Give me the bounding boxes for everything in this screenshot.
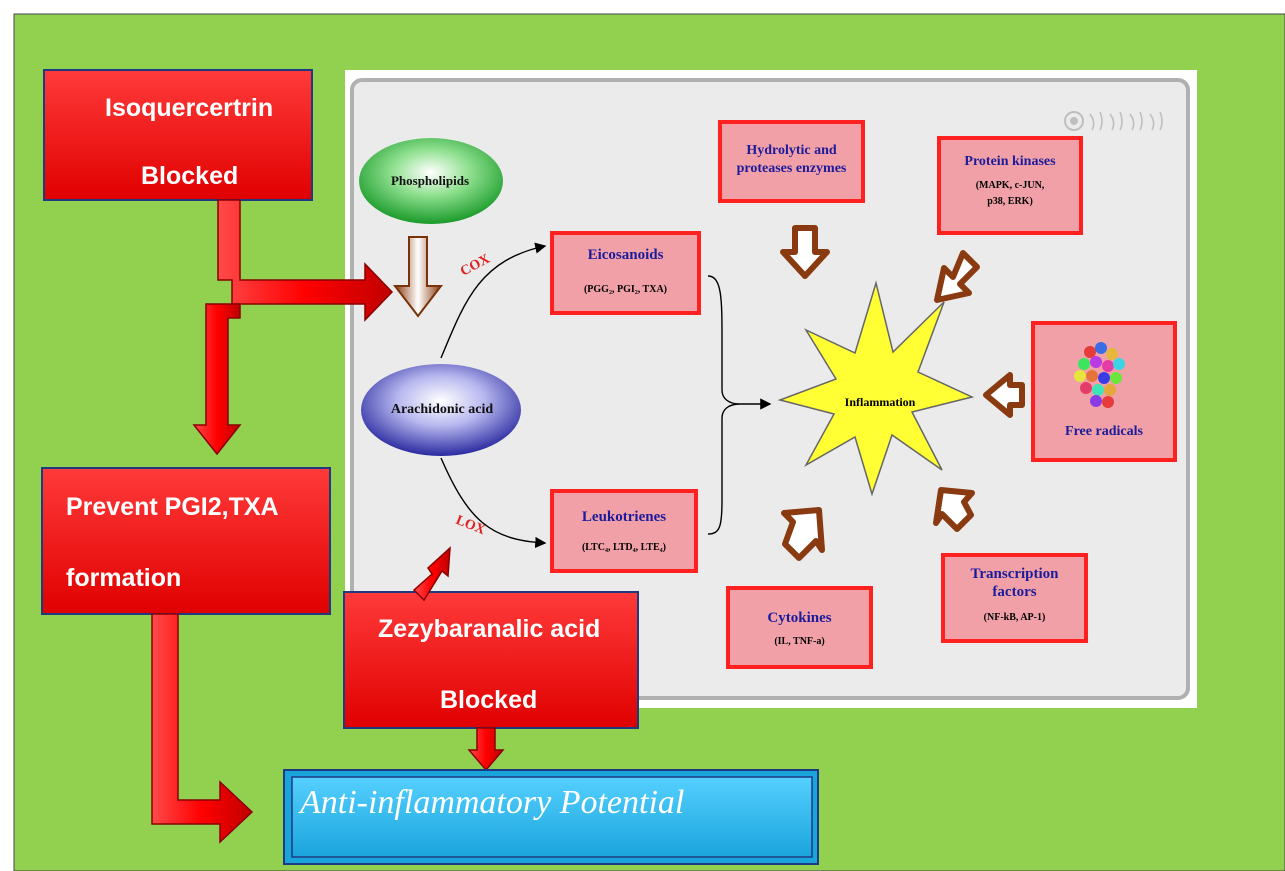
leukotrienes-title: Leukotrienes [581,509,667,525]
leukotrienes-box [550,489,698,573]
protein-kinases-sub2: p38, ERK) [987,196,1033,207]
arachidonic-acid-label: Arachidonic acid [390,402,494,417]
zezybaranalic-blocked-label: Blocked [440,686,538,714]
phospholipids-to-arachidonic-arrow [392,236,444,318]
cytokines-sub: (IL, TNF-a) [774,636,825,647]
phospholipids-node [359,138,503,224]
formation-label: formation [66,564,182,592]
cox-pathway-arrow [440,242,547,359]
arrow-to-prevent-box [192,303,242,456]
isoquercertrin-blocked-label: Blocked [141,162,239,190]
prevent-formation-label: Prevent PGI2,TXA [66,493,279,521]
watermark-seal [1064,111,1163,131]
transcription-line1: Transcription [970,566,1059,582]
protein-kinases-sub1: (MAPK, c-JUN, [975,180,1045,191]
protein-kinases-box [937,136,1083,235]
transcription-line2: factors [992,584,1037,600]
free-radicals-label: Free radicals [1065,424,1143,439]
protein-kinases-title: Protein kinases [964,154,1056,169]
phospholipids-label: Phospholipids [390,173,470,188]
molecule-cluster-icon [1074,342,1125,408]
potential-box-inner [291,776,813,858]
cytokines-box [726,586,873,669]
convergence-brace [707,275,741,535]
eicosanoids-title: Eicosanoids [587,247,664,263]
protein-kinases-arrow [934,250,980,303]
free-radicals-box [1031,321,1177,462]
anti-inflammatory-potential-label: Anti-inflammatory Potential [300,784,685,821]
prevent-to-potential-arrow [151,613,254,844]
isoquercertrin-box [43,69,313,201]
hydrolytic-line2: proteases enzymes [736,161,847,176]
zezybaranalic-box [343,591,639,729]
prevent-formation-box [41,467,331,615]
transcription-arrow [933,487,975,532]
leukotrienes-sub: (LTC₄, LTD₄, LTE₄) [581,542,667,553]
isoquercertrin-label: Isoquercertrin [105,94,274,122]
eicosanoids-box [550,231,701,315]
cytokines-title: Cytokines [767,610,832,626]
zezy-to-potential-arrow [467,727,505,772]
arachidonic-acid-node [361,364,521,456]
zezy-to-lox-arrow [412,546,451,602]
hydrolytic-enzymes-box [718,120,865,203]
hydrolytic-arrow [780,225,830,279]
inflammation-star [777,280,975,497]
zezybaranalic-label: Zezybaranalic acid [378,615,601,643]
inflammation-label: Inflammation [844,395,916,409]
hydrolytic-line1: Hydrolytic and [746,143,837,158]
lox-pathway-arrow [440,457,547,549]
free-radicals-arrow [983,372,1025,418]
transcription-factors-box [941,553,1088,643]
isoquercertrin-block-arrow [217,199,394,322]
eicosanoids-sub: (PGG₂, PGI₂, TXA) [583,284,668,295]
cytokines-arrow [781,507,825,561]
transcription-sub: (NF-kB, AP-1) [983,612,1046,623]
